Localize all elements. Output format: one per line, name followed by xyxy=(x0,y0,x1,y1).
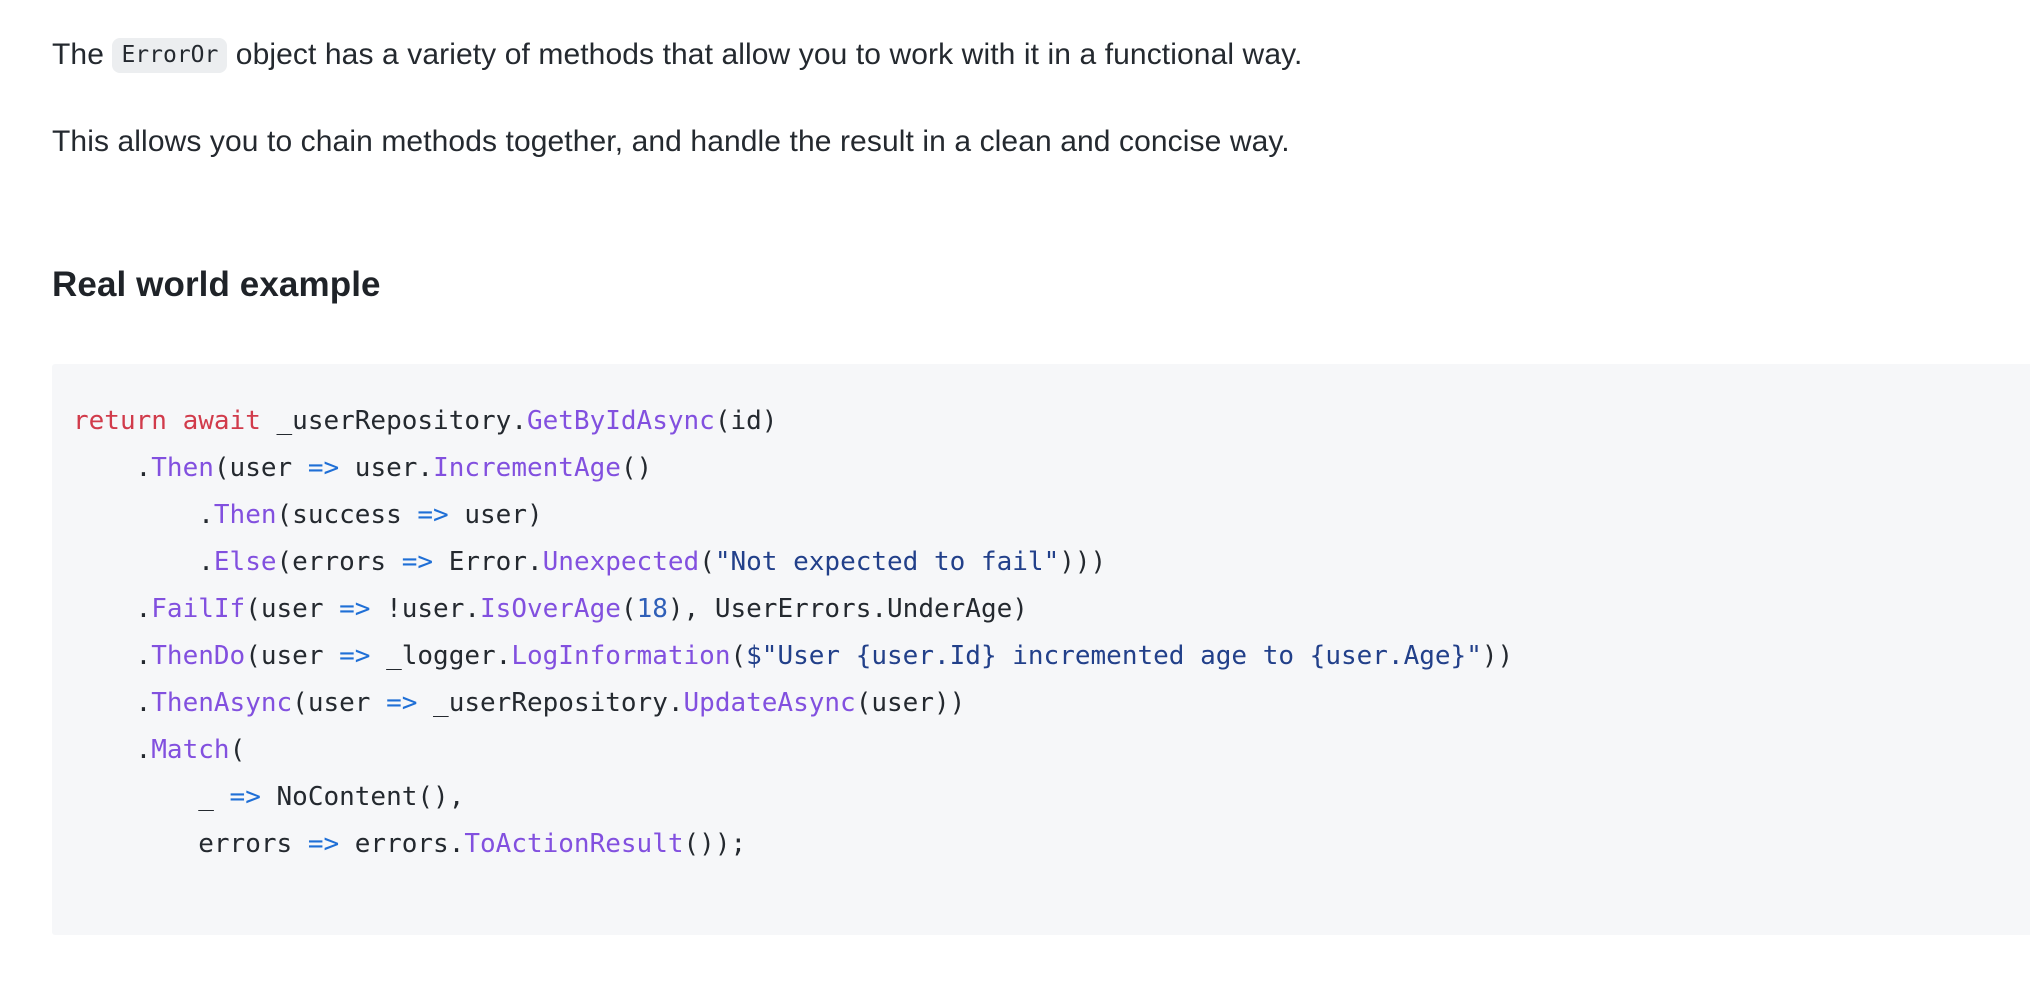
inline-code-chip-errror: ErrorOr xyxy=(112,38,228,73)
code-token-plain: . xyxy=(135,688,152,718)
code-token-plain: ( xyxy=(229,735,246,765)
code-token-plain: _ xyxy=(198,782,230,812)
code-token-plain: ( xyxy=(620,594,637,624)
code-token-keyword: return xyxy=(73,406,167,436)
code-token-plain: ))) xyxy=(1059,547,1107,577)
code-token-plain: (user)) xyxy=(855,688,966,718)
code-token-method: Unexpected xyxy=(542,547,700,577)
code-token-plain: errors xyxy=(198,829,308,859)
code-token-operator: => xyxy=(386,688,418,718)
code-token-plain: . xyxy=(198,500,214,530)
code-token-method: IncrementAge xyxy=(433,453,621,483)
code-token-method: Then xyxy=(213,500,277,530)
code-token-plain: (id) xyxy=(714,406,778,436)
code-token-plain: (errors xyxy=(276,547,402,577)
code-token-keyword: await xyxy=(182,406,261,436)
code-token-method: IsOverAge xyxy=(480,594,621,624)
code-token-string: "Not expected to fail" xyxy=(714,547,1060,577)
code-token-string: $"User {user.Id} incremented age to {use… xyxy=(746,641,1482,671)
code-token-plain: (user xyxy=(292,688,387,718)
code-token-plain: (user xyxy=(245,594,340,624)
code-token-plain: . xyxy=(135,641,152,671)
code-token-plain: . xyxy=(135,735,152,765)
code-token-method: FailIf xyxy=(151,594,246,624)
code-token-plain: ( xyxy=(699,547,715,577)
code-token-operator: => xyxy=(401,547,434,577)
code-token-plain: ()); xyxy=(683,829,747,859)
code-token-operator: => xyxy=(339,641,371,671)
page-heading-real-world-example: Real world example xyxy=(52,265,381,304)
code-token-plain xyxy=(167,406,183,436)
code-token-plain: _logger. xyxy=(370,641,512,671)
code-token-plain: ), UserErrors.UnderAge) xyxy=(667,594,1028,624)
code-token-method: ThenDo xyxy=(151,641,246,671)
code-token-number: 18 xyxy=(636,594,668,624)
code-token-operator: => xyxy=(417,500,449,530)
paragraph-errror-intro: The ErrorOr object has a variety of meth… xyxy=(52,33,1302,77)
paragraph-text-after-code: object has a variety of methods that all… xyxy=(227,38,1303,71)
code-token-method: Else xyxy=(213,547,277,577)
code-token-method: UpdateAsync xyxy=(683,688,856,718)
code-token-operator: => xyxy=(229,782,261,812)
code-token-plain: . xyxy=(135,453,152,483)
code-token-plain: () xyxy=(620,453,653,483)
code-token-plain: user) xyxy=(448,500,543,530)
code-token-plain: !user. xyxy=(370,594,481,624)
code-token-method: LogInformation xyxy=(511,641,731,671)
code-token-method: ToActionResult xyxy=(464,829,684,859)
code-block-real-world-example: return await _userRepository.GetByIdAsyn… xyxy=(52,364,2030,935)
paragraph-chaining: This allows you to chain methods togethe… xyxy=(52,125,1290,158)
code-token-method: GetByIdAsync xyxy=(526,406,715,436)
code-token-plain: Error. xyxy=(433,547,543,577)
code-token-plain: _userRepository. xyxy=(417,688,684,718)
code-token-plain: . xyxy=(135,594,152,624)
code-token-plain: (user xyxy=(245,641,340,671)
code-token-plain: )) xyxy=(1481,641,1514,671)
code-token-operator: => xyxy=(307,829,340,859)
code-token-plain: (success xyxy=(276,500,418,530)
code-token-operator: => xyxy=(307,453,340,483)
code-token-plain: user. xyxy=(339,453,434,483)
code-token-operator: => xyxy=(339,594,371,624)
code-token-method: Match xyxy=(151,735,230,765)
code-token-method: ThenAsync xyxy=(151,688,293,718)
code-token-plain: NoContent(), xyxy=(260,782,465,812)
code-content: return await _userRepository.GetByIdAsyn… xyxy=(52,364,2030,868)
code-token-plain: errors. xyxy=(339,829,465,859)
code-token-plain: . xyxy=(198,547,214,577)
code-token-plain: (user xyxy=(213,453,308,483)
code-token-method: Then xyxy=(151,453,214,483)
code-token-plain: ( xyxy=(730,641,747,671)
code-token-ident: _userRepository. xyxy=(260,406,527,436)
paragraph-text-before-code: The xyxy=(52,38,113,71)
